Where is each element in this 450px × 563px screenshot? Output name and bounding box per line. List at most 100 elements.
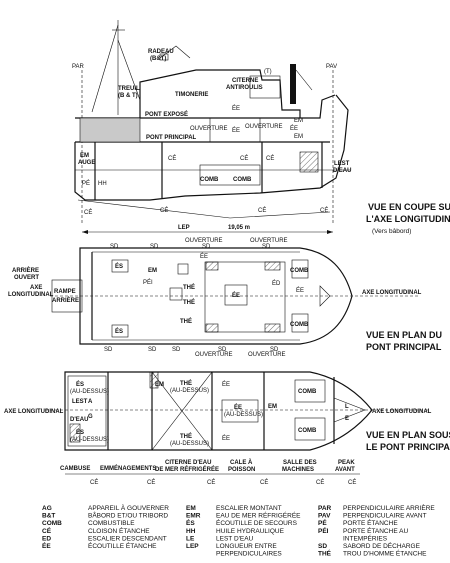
hh-label: HH [98,181,107,187]
ouverture-bottom-1: OUVERTURE [195,352,233,358]
lest-label: LEST [334,161,350,167]
axe-longitudinal-right: AXE LONGITUDINAL [362,290,422,296]
es-label-2: ÉS [115,327,123,335]
es-under-1-sub: (AU-DESSUS) [70,389,109,395]
ee-center-label: ÉE [232,291,240,299]
em-label-1: EM [294,118,303,124]
ce-label-1: CÉ [168,155,176,162]
rampe-label: RAMPE [54,289,76,295]
forward-mast [290,64,296,104]
legend-key: COMB [42,520,62,527]
ce-under-3: CÉ [207,479,215,486]
fuel-tanks-profile [199,164,261,186]
radeau-sub-label: (B&T) [150,56,166,62]
ce-bottom-3: CÉ [258,207,266,214]
axe-right-label: AXE LONGITUDINAL [372,409,432,415]
auge-label: AUGE [78,160,95,166]
es-under-2: ÉS [76,428,84,436]
pont-expose-label: PONT EXPOSÉ [145,110,188,118]
ouverture-top-1: OUVERTURE [185,238,223,244]
timonerie-label: TIMONERIE [175,92,208,98]
legend-key: ÉS [186,518,195,527]
lep-label: LEP [178,225,190,231]
legend-key: THÉ [318,549,332,558]
legend-value: ÉCOUTILLE DE SECOURS [216,518,298,527]
par-label: PAR [72,64,85,70]
legend-key: PÉ [318,518,327,527]
es-under-2-sub: (AU-DESSUS) [70,437,109,443]
hatch-under-center [221,399,259,423]
es-under-1: ÉS [76,380,84,388]
legend-key: PAV [318,513,331,520]
axe-label: AXE [30,285,42,291]
legend-value: TROU D'HOMME ÉTANCHE [343,549,427,558]
sd-bottom-3: SD [172,347,181,353]
legend-value: ESCALIER MONTANT [216,505,282,512]
sd-top-4: SD [262,244,271,250]
legend-key: EM [186,505,196,512]
pont-principal-label: PONT PRINCIPAL [146,135,197,141]
main-deck-plan: ARRIÈRE OUVERT AXE LONGITUDINAL RAMPE AR… [8,238,442,358]
ouverture-label-2: OUVERTURE [245,124,283,130]
legend-value: PERPENDICULAIRE AVANT [343,513,427,520]
em-label: EM [148,268,157,274]
ee-label-1: ÉE [232,105,240,112]
hull-outline [74,94,349,201]
under-deck-title-2: LE PONT PRINCIPAL [366,442,450,452]
ce-bottom-2: CÉ [160,207,168,214]
legend-key: ÉE [42,541,51,550]
under-deck-title-1: VUE EN PLAN SOUS [366,430,450,440]
the-under-1: THÉ [180,379,192,387]
ce-label-3: CÉ [266,155,274,162]
legend-key: AG [42,505,52,512]
legend: AG APPAREIL À GOUVERNER B&T BÂBORD ET/OU TR… [42,503,435,558]
main-deck-title-2: PONT PRINCIPAL [366,342,442,352]
legend-value: HUILE HYDRAULIQUE [216,528,285,535]
em-label-2: EM [294,134,303,140]
comb-under-2: COMB [298,428,317,434]
exposed-deck [75,94,336,119]
legend-value: PERPENDICULAIRES [216,551,282,558]
boom [91,24,119,113]
legend-value: INTEMPÉRIES [343,533,388,542]
ag-g-label: G [88,414,93,420]
the-under-1-sub: (AU-DESSUS) [170,388,209,394]
legend-value: COMBUSTIBLE [88,520,135,527]
t-mark-label: (T) [264,69,272,75]
sd-bottom-5: SD [270,347,279,353]
citerne-label: CITERNE [232,78,258,84]
comb-under-1: COMB [298,389,317,395]
ce-under-6: CÉ [348,479,356,486]
keel-line [77,199,331,219]
comb-label-2: COMB [233,177,252,183]
legend-value: CLOISON ÉTANCHE [88,526,150,535]
sd-top-1: SD [110,244,119,250]
wheelhouse-outline [139,69,301,118]
profile-view-title-1: VUE EN COUPE SUR [368,202,450,212]
avant-label: AVANT [335,467,355,473]
ce-bottom-1: CÉ [84,209,92,216]
the-under-2: THÉ [180,432,192,440]
radeau-label: RADEAU [148,49,174,55]
legend-value: LONGUEUR ENTRE [216,543,277,550]
the-label-3: THÉ [180,317,192,325]
ce-under-5: CÉ [316,479,324,486]
citerne-under-label: CITERNE D'EAU [165,460,211,466]
comb-top-label: COMB [290,268,309,274]
legend-value: PORTE ÉTANCHE AU [343,526,408,535]
comb-label-1: COMB [200,177,219,183]
legend-value: ESCALIER DESCENDANT [88,535,167,542]
cambuse-label: CAMBUSE [60,466,90,472]
the-label-2: THÉ [183,298,195,306]
ee-under-1-sub: (AU-DESSUS) [224,412,263,418]
legend-key: SD [318,543,327,550]
legend-value: APPAREIL À GOUVERNER [88,503,169,512]
legend-key: B&T [42,513,55,520]
axe-left-label: AXE LONGITUDINAL [4,409,64,415]
machines-label: MACHINES [282,467,314,473]
legend-value: BÂBORD ET/OU TRIBORD [88,511,168,520]
sd-bottom-4: SD [218,347,227,353]
sd-bottom-1: SD [104,347,113,353]
es-label-1: ÉS [115,262,123,270]
legend-key: LE [186,535,195,542]
